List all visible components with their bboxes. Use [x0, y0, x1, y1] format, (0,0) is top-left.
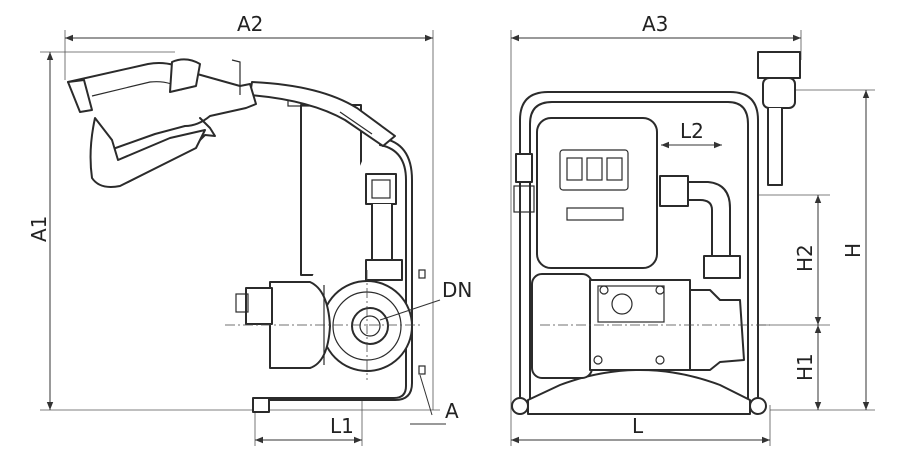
motor-cap	[245, 287, 273, 325]
terminal-box	[597, 285, 665, 323]
meter-knob	[515, 153, 533, 183]
label-dn: DN	[442, 278, 472, 302]
pipe-union-inner	[371, 179, 391, 199]
frame-foot-left	[511, 397, 529, 415]
label-h1: H1	[793, 353, 817, 381]
pump-head-front	[689, 289, 745, 371]
nozzle-hook	[231, 59, 241, 95]
dn-leader	[379, 299, 441, 321]
frame-foot	[252, 397, 270, 413]
label-a1: A1	[27, 216, 51, 242]
terminal-cover	[611, 293, 633, 315]
bolt-bottom	[418, 365, 426, 375]
pipe-union	[365, 173, 397, 205]
flow-meter	[513, 117, 658, 269]
label-l1: L1	[330, 414, 354, 438]
nozzle-holder	[757, 51, 801, 79]
label-a: A	[445, 399, 459, 423]
label-h2: H2	[793, 244, 817, 272]
nozzle-trigger-guard	[89, 117, 206, 188]
meter-digit-3	[606, 157, 623, 181]
hose-sleeve-line	[339, 111, 373, 135]
frame-foot-right	[749, 397, 767, 415]
fuel-nozzle	[67, 58, 257, 188]
screw-1	[599, 285, 609, 295]
pipe-fitting	[365, 259, 403, 281]
label-a2: A2	[237, 12, 263, 36]
nozzle-spout	[67, 79, 93, 113]
meter-digit-1	[566, 157, 583, 181]
meter-reset-slot	[566, 207, 624, 221]
screw-3	[593, 355, 603, 365]
a-leader-1	[419, 374, 433, 416]
nozzle-holder-body	[762, 77, 796, 109]
delivery-hose	[249, 81, 396, 147]
pump-inlet-inner	[359, 315, 381, 337]
meter-digit-2	[586, 157, 603, 181]
label-a3: A3	[642, 12, 668, 36]
front-view: A3 L L2 H H2 H1	[510, 12, 875, 446]
screw-2	[655, 285, 665, 295]
motor-plug	[235, 293, 249, 313]
bolt-top	[418, 269, 426, 279]
nozzle-holder-stem	[767, 107, 783, 186]
pump-inlet	[351, 307, 389, 345]
nozzle-grip	[169, 58, 201, 93]
side-view: A2 A1 L1 DN A	[27, 12, 472, 446]
meter-display	[559, 149, 629, 191]
label-l: L	[632, 414, 644, 438]
screw-4	[655, 355, 665, 365]
meter-knob-2	[513, 185, 535, 213]
outlet-fitting	[703, 255, 741, 279]
meter-body	[536, 117, 658, 269]
label-h: H	[841, 243, 865, 258]
label-l2: L2	[680, 119, 704, 143]
vertical-pipe	[371, 203, 393, 263]
meter-outlet-union	[659, 175, 689, 207]
motor-end-cap	[531, 273, 593, 379]
